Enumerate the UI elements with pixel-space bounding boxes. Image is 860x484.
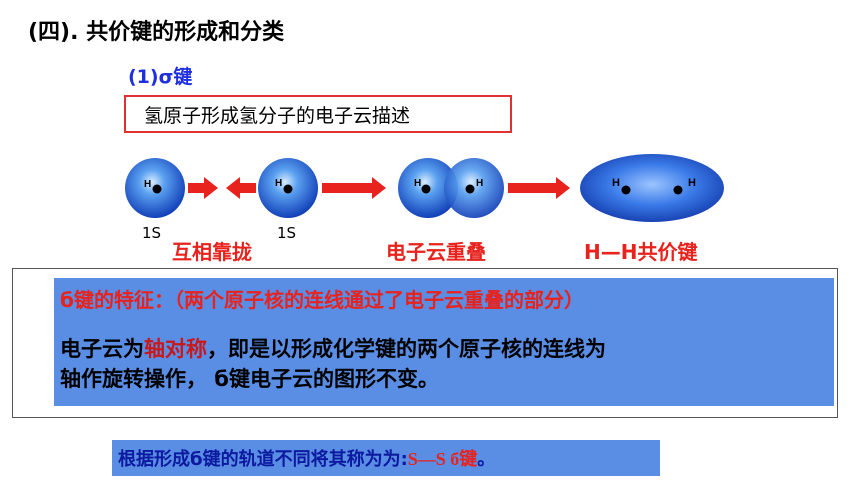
orbital-diagram: H H H H H H: [125, 154, 724, 222]
orbital-label-2: 1S: [277, 224, 297, 242]
hydrogen-atom-1: H: [125, 158, 185, 218]
section-subtitle: (1)σ键: [128, 66, 193, 88]
feature-body-part1: 电子云为: [60, 337, 144, 361]
stage-label-covalent-bond: H—H共价键: [584, 240, 698, 264]
stage-label-approach: 互相靠拢: [172, 240, 252, 264]
arrow-right-1: [188, 177, 218, 199]
classification-bond-type: S—S б键: [407, 449, 478, 469]
arrow-right-3: [508, 177, 570, 199]
feature-body-part2: ，即是以形成化学键的两个原子核的连线为: [207, 337, 606, 361]
overlap-letter-1: H: [414, 178, 421, 189]
arrow-left-1: [226, 177, 256, 199]
description-box: 氢原子形成氢分子的电子云描述: [124, 95, 512, 133]
classification-prefix: 根据形成б键的轨道不同将其称为为:: [118, 449, 408, 470]
feature-frame: [12, 268, 838, 418]
feature-heading: б键的特征：（两个原子核的连线通过了电子云重叠的部分）: [60, 288, 584, 312]
hydrogen-atom-2: H: [258, 158, 318, 218]
feature-body-highlight: 轴对称: [144, 337, 207, 361]
page-title: (四). 共价键的形成和分类: [28, 20, 285, 45]
arrow-right-2: [322, 177, 386, 199]
overlap-letter-2: H: [476, 178, 483, 189]
classification-suffix: 。: [477, 449, 496, 470]
atom-1-letter: H: [144, 179, 151, 190]
molecule-letter-1: H: [612, 177, 620, 189]
atom-2-letter: H: [275, 178, 282, 189]
stage-label-overlap: 电子云重叠: [386, 240, 486, 264]
molecule-letter-2: H: [688, 177, 696, 189]
overlapping-orbitals: H H: [398, 158, 504, 218]
feature-body-line2: 轴作旋转操作， б键电子云的图形不变。: [60, 367, 439, 391]
feature-body: 电子云为轴对称，即是以形成化学键的两个原子核的连线为 轴作旋转操作， б键电子云…: [60, 334, 606, 394]
orbital-label-1: 1S: [142, 224, 162, 242]
feature-panel: [54, 278, 834, 406]
h2-molecule: H H: [580, 154, 724, 222]
description-text: 氢原子形成氢分子的电子云描述: [144, 104, 411, 127]
classification-box: 根据形成б键的轨道不同将其称为为:S—S б键。: [112, 440, 660, 476]
